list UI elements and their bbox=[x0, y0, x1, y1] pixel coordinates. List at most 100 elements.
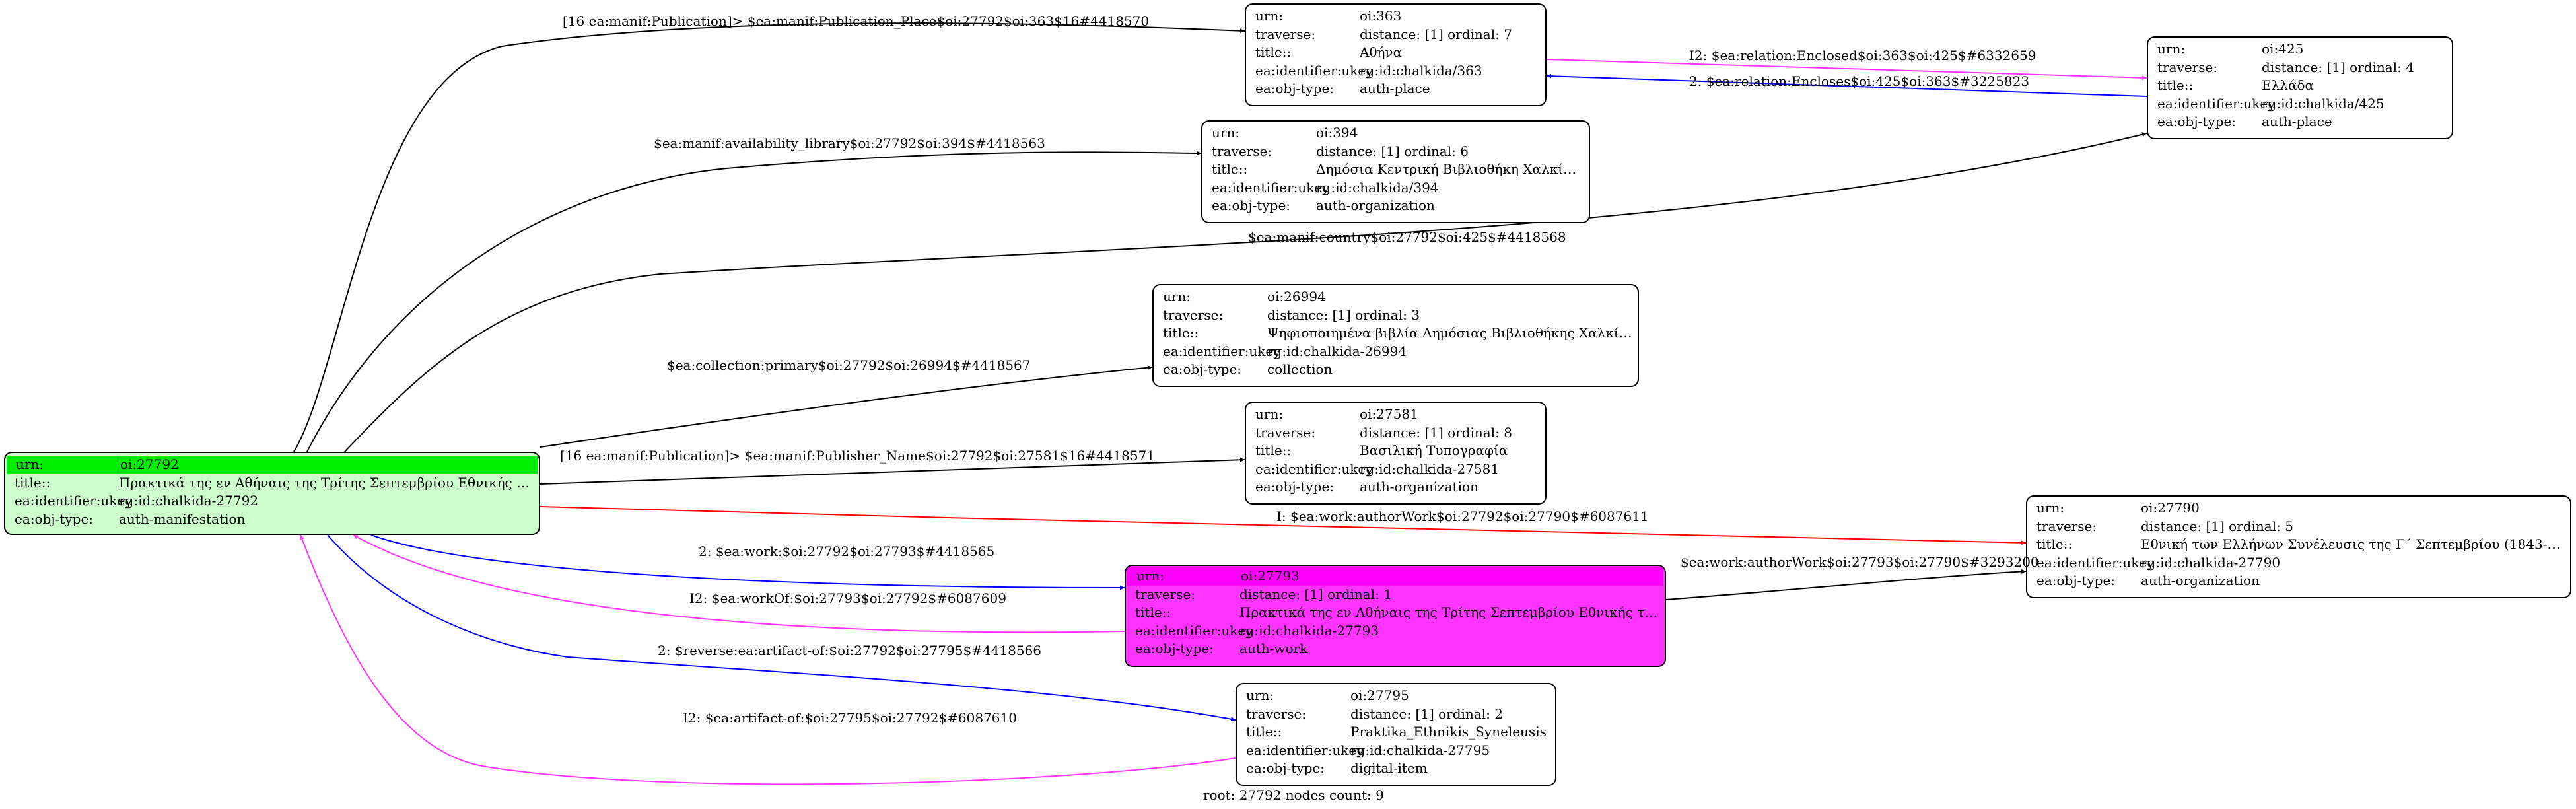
field-key: urn: bbox=[1255, 8, 1284, 24]
node-27793[interactable]: urn:oi:27793 traverse:distance: [1] ordi… bbox=[1125, 565, 1666, 667]
node-row-traverse: traverse:distance: [1] ordinal: 2 bbox=[1237, 705, 1555, 724]
field-key: urn: bbox=[1212, 125, 1240, 141]
field-value: auth-manifestation bbox=[119, 510, 246, 527]
node-row-objtype: ea:obj-type: auth-place bbox=[1246, 80, 1545, 98]
field-value: auth-organization bbox=[1360, 479, 1479, 495]
field-value: oi:27795 bbox=[1350, 687, 1409, 703]
node-row-title: title::Πρακτικά της εν Αθήναις της Τρίτη… bbox=[5, 474, 539, 493]
field-value: distance: [1] ordinal: 4 bbox=[2262, 59, 2414, 75]
node-27792[interactable]: urn:oi:27792 title::Πρακτικά της εν Αθήν… bbox=[4, 452, 540, 535]
field-value: Praktika_Ethnikis_Syneleusis bbox=[1350, 724, 1547, 740]
node-row-urn: urn: oi:27581 bbox=[1246, 405, 1545, 424]
field-value: Πρακτικά της εν Αθήναις της Τρίτης Σεπτε… bbox=[119, 474, 539, 491]
edge-label: I: $ea:work:authorWork$oi:27792$oi:27790… bbox=[1276, 509, 1649, 524]
node-394[interactable]: urn:oi:394 traverse:distance: [1] ordina… bbox=[1201, 120, 1590, 223]
edge-e8-arrow bbox=[353, 534, 1125, 633]
edge-e1-arrow bbox=[293, 22, 1245, 452]
field-value: oi:27790 bbox=[2141, 500, 2200, 516]
field-key: ea:obj-type: bbox=[2036, 573, 2116, 588]
field-key: ea:obj-type: bbox=[1135, 641, 1214, 656]
edge-label: $ea:collection:primary$oi:27792$oi:26994… bbox=[667, 357, 1031, 373]
edge-label: $ea:manif:availability_library$oi:27792$… bbox=[654, 135, 1045, 151]
node-27581[interactable]: urn: oi:27581 traverse: distance: [1] ordi… bbox=[1245, 402, 1547, 505]
field-value: rg:id:chalkida-26994 bbox=[1267, 343, 1407, 359]
node-row-objtype: ea:obj-type:auth-organization bbox=[1246, 478, 1545, 497]
field-key: title:: bbox=[1255, 44, 1292, 60]
edge-label: 2: $ea:work:$oi:27792$oi:27793$#4418565 bbox=[699, 544, 995, 559]
field-key: traverse: bbox=[1135, 586, 1196, 602]
field-value: oi:26994 bbox=[1267, 289, 1326, 304]
field-key: traverse: bbox=[1255, 424, 1316, 440]
field-key: urn: bbox=[1136, 568, 1165, 584]
node-26994[interactable]: urn: oi:26994 traverse:distance: [1] ordi… bbox=[1152, 284, 1639, 387]
field-key: title:: bbox=[1212, 161, 1248, 177]
edge-label: I2: $ea:workOf:$oi:27793$oi:27792$#60876… bbox=[689, 590, 1006, 606]
node-row-title: title::Ψηφιοποιημένα βιβλία Δημόσιας Βιβ… bbox=[1154, 324, 1638, 343]
node-row-objtype: ea:obj-type:auth-organization bbox=[1202, 197, 1589, 215]
field-key: ea:obj-type: bbox=[15, 510, 94, 527]
edge-e7-arrow bbox=[370, 534, 1125, 590]
field-value: auth-work bbox=[1239, 641, 1308, 656]
field-key: title:: bbox=[2036, 536, 2073, 552]
field-value: oi:27581 bbox=[1360, 406, 1418, 422]
field-value: auth-organization bbox=[1316, 197, 1435, 213]
field-value: distance: [1] ordinal: 1 bbox=[1239, 586, 1392, 602]
field-key: title:: bbox=[15, 474, 51, 491]
field-key: ea:identifier:ukey bbox=[1246, 742, 1364, 758]
node-27795[interactable]: urn:oi:27795 traverse:distance: [1] ordi… bbox=[1236, 683, 1556, 786]
field-value: distance: [1] ordinal: 8 bbox=[1360, 424, 1512, 440]
field-key: title:: bbox=[1255, 442, 1292, 458]
field-key: ea:identifier:ukey bbox=[2036, 554, 2155, 571]
field-value: auth-organization bbox=[2141, 573, 2260, 588]
node-row-title: title::Δημόσια Κεντρική Βιβλιοθήκη Χαλκί… bbox=[1202, 160, 1589, 179]
edge-label: 2: $reverse:ea:artifact-of:$oi:27792$oi:… bbox=[658, 643, 1041, 658]
field-key: urn: bbox=[1163, 289, 1191, 304]
node-row-urn: urn:oi:27792 bbox=[7, 456, 538, 474]
field-key: title:: bbox=[1135, 604, 1171, 620]
edge-label: $ea:manif:country$oi:27792$oi:425$#44185… bbox=[1248, 229, 1566, 245]
node-row-urn: urn:oi:27795 bbox=[1237, 687, 1555, 705]
field-key: urn: bbox=[7, 456, 120, 474]
field-value: Ελλάδα bbox=[2262, 77, 2315, 93]
field-key: ea:obj-type: bbox=[1255, 81, 1335, 96]
field-value: rg:id:chalkida/425 bbox=[2262, 95, 2385, 112]
edge-e5-arrow bbox=[540, 457, 1245, 485]
node-row-traverse: traverse: distance: [1] ordinal: 8 bbox=[1246, 424, 1545, 442]
node-row-title: title::Εθνική των Ελλήνων Συνέλευσις της… bbox=[2027, 536, 2570, 554]
edge-label: [16 ea:manif:Publication]> $ea:manif:Pub… bbox=[560, 448, 1156, 464]
edge-e13-arrow bbox=[1665, 569, 2027, 600]
field-key: title:: bbox=[1246, 724, 1282, 740]
field-value: rg:id:chalkida/363 bbox=[1360, 62, 1482, 79]
field-key: urn: bbox=[1255, 406, 1284, 422]
field-value: auth-place bbox=[1360, 81, 1430, 96]
edge-e6-arrow bbox=[540, 506, 2027, 545]
field-value: rg:id:chalkida-27792 bbox=[119, 493, 259, 509]
field-value: auth-place bbox=[2262, 114, 2332, 129]
node-row-title: title::Praktika_Ethnikis_Syneleusis bbox=[1237, 723, 1555, 742]
field-key: traverse: bbox=[1255, 26, 1316, 42]
node-row-urn: urn: oi:26994 bbox=[1154, 288, 1638, 306]
graph-footer: root: 27792 nodes count: 9 bbox=[1203, 787, 1384, 803]
field-value: rg:id:chalkida-27581 bbox=[1360, 460, 1500, 477]
node-row-traverse: traverse:distance: [1] ordinal: 3 bbox=[1154, 306, 1638, 325]
field-value: distance: [1] ordinal: 2 bbox=[1350, 705, 1503, 722]
node-row-traverse: traverse:distance: [1] ordinal: 5 bbox=[2027, 518, 2570, 536]
field-value: distance: [1] ordinal: 3 bbox=[1267, 306, 1420, 323]
node-row-traverse: traverse: distance: [1] ordinal: 1 bbox=[1126, 586, 1665, 604]
field-value: Ψηφιοποιημένα βιβλία Δημόσιας Βιβλιοθήκη… bbox=[1267, 325, 1638, 341]
node-425[interactable]: urn:oi:425 traverse:distance: [1] ordina… bbox=[2147, 36, 2453, 139]
node-row-objtype: ea:obj-type: auth-organization bbox=[2027, 572, 2570, 590]
field-key: urn: bbox=[2036, 500, 2065, 516]
field-key: ea:identifier:ukey bbox=[1255, 62, 1374, 79]
node-row-objtype: ea:obj-type: auth-manifestation bbox=[5, 510, 539, 529]
node-27790[interactable]: urn: oi:27790 traverse:distance: [1] ordi… bbox=[2026, 495, 2571, 598]
node-row-title: title::Βασιλική Τυπογραφία bbox=[1246, 442, 1545, 460]
node-row-traverse: traverse:distance: [1] ordinal: 6 bbox=[1202, 143, 1589, 161]
node-row-objtype: ea:obj-type:collection bbox=[1154, 361, 1638, 379]
edge-e4-arrow bbox=[540, 365, 1153, 448]
node-363[interactable]: urn:oi:363 traverse:distance: [1] ordina… bbox=[1245, 3, 1547, 106]
